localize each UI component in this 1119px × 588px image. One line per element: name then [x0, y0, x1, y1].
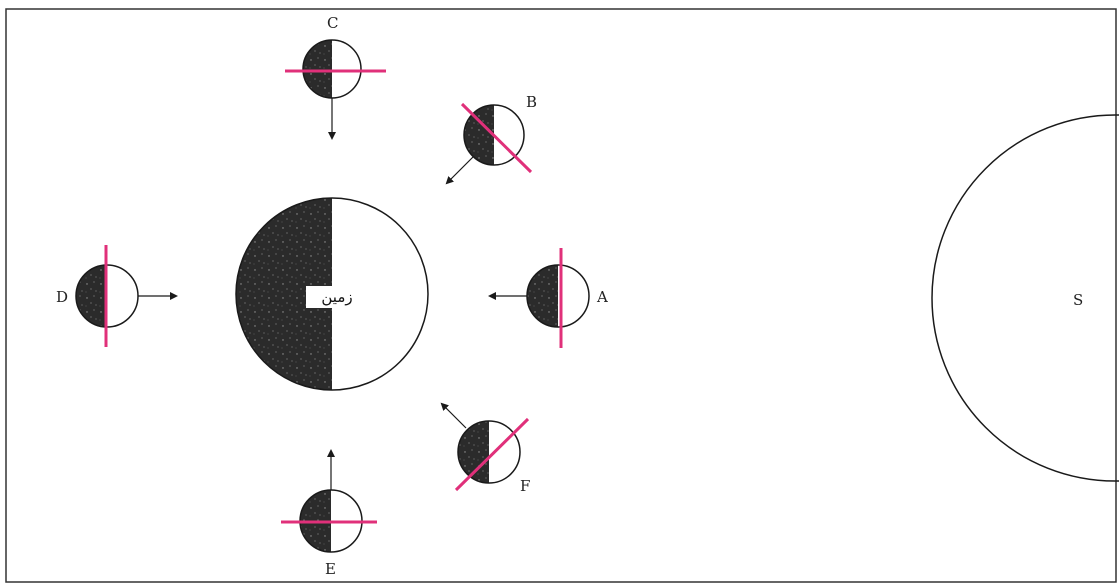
moon-c-dark-half	[303, 40, 332, 98]
moon-f-motion-arrow	[442, 404, 466, 428]
moon-c-label: C	[327, 14, 338, 32]
moon-position-f: F	[442, 404, 530, 495]
moon-position-c: C	[285, 14, 386, 138]
moon-b-dark-half	[464, 105, 494, 165]
sun-circle	[932, 115, 1119, 481]
moon-d-dark-half	[76, 265, 107, 327]
sun-label: S	[1073, 291, 1083, 309]
earth: زمین	[236, 198, 428, 390]
moon-e-label: E	[325, 560, 336, 578]
moon-a-label: A	[596, 288, 608, 306]
moon-position-a: A	[490, 248, 608, 348]
moon-position-b: B	[447, 93, 537, 183]
moon-a-dark-half	[527, 265, 558, 327]
moon-position-d: D	[56, 245, 176, 347]
moon-position-e: E	[281, 451, 377, 578]
earth-label: زمین	[321, 288, 352, 306]
moon-b-label: B	[526, 93, 537, 111]
moon-b-motion-arrow	[447, 157, 473, 183]
moon-f-label: F	[520, 477, 530, 495]
moon-d-label: D	[56, 288, 68, 306]
